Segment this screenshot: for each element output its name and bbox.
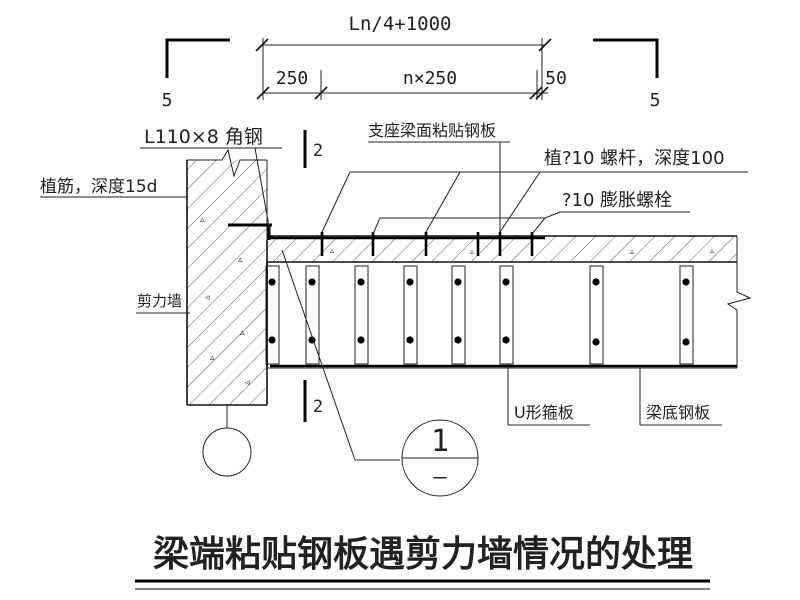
- svg-text:◃: ◃: [245, 378, 250, 388]
- hoop-bolts: [268, 278, 690, 346]
- svg-text:▵: ▵: [200, 215, 205, 225]
- angle-steel-label: L110×8 角钢: [144, 126, 263, 148]
- section-cut-upper: 2: [303, 130, 323, 168]
- section-mark-right: 5: [593, 38, 661, 111]
- svg-text:5: 5: [650, 90, 661, 111]
- right-dimension-label: 50: [545, 68, 567, 89]
- u-hoop-plates: [265, 265, 694, 365]
- left-dimension-label: 250: [276, 68, 309, 89]
- svg-text:▵: ▵: [240, 328, 245, 338]
- section-mark-left: 5: [162, 38, 230, 111]
- middle-dimension-label: n×250: [403, 68, 457, 89]
- overall-dimension-label: Ln/4+1000: [349, 13, 452, 35]
- svg-text:▵: ▵: [238, 255, 243, 265]
- shear-wall: ▵ ▵ ◃ ▵ ▵ ◃: [186, 148, 268, 406]
- beam-body: [266, 236, 752, 369]
- dimension-chain: Ln/4+1000 250 n×250 50: [255, 13, 567, 100]
- svg-text:▵: ▵: [210, 353, 215, 363]
- detail-callout-sub: —: [433, 465, 447, 490]
- rebar-embed-label: 植筋，深度15d: [40, 177, 157, 197]
- drawing-title-block: 梁端粘贴钢板遇剪力墙情况的处理: [135, 534, 710, 590]
- svg-text:▵: ▵: [330, 246, 334, 255]
- leader-lines: [40, 141, 748, 461]
- svg-text:◃: ◃: [205, 293, 210, 303]
- section-cut-lower: 2: [303, 380, 323, 422]
- anchor-rods: [320, 232, 534, 256]
- u-hoop-label: U形箍板: [514, 403, 574, 422]
- svg-text:2: 2: [313, 141, 323, 161]
- axis-bubble: [202, 405, 252, 477]
- svg-text:▵: ▵: [710, 246, 714, 255]
- svg-text:▵: ▵: [630, 247, 634, 256]
- support-plate-label: 支座梁面粘贴钢板: [368, 121, 496, 140]
- shear-wall-label: 剪力墙: [137, 292, 182, 310]
- svg-text:2: 2: [313, 397, 323, 417]
- svg-text:5: 5: [162, 90, 173, 111]
- detail-callout-number: 1: [431, 424, 449, 459]
- bottom-plate-label: 梁底钢板: [646, 403, 710, 422]
- beam-slab: ▵ ▵ ▵ ▵: [267, 235, 737, 263]
- expansion-bolt-label: ?10 膨胀螺栓: [562, 190, 672, 211]
- drawing-title: 梁端粘贴钢板遇剪力墙情况的处理: [153, 534, 693, 575]
- detail-callout: 1 —: [401, 419, 479, 497]
- svg-text:▵: ▵: [470, 247, 474, 256]
- anchor-rod-label: 植?10 螺杆，深度100: [544, 148, 725, 169]
